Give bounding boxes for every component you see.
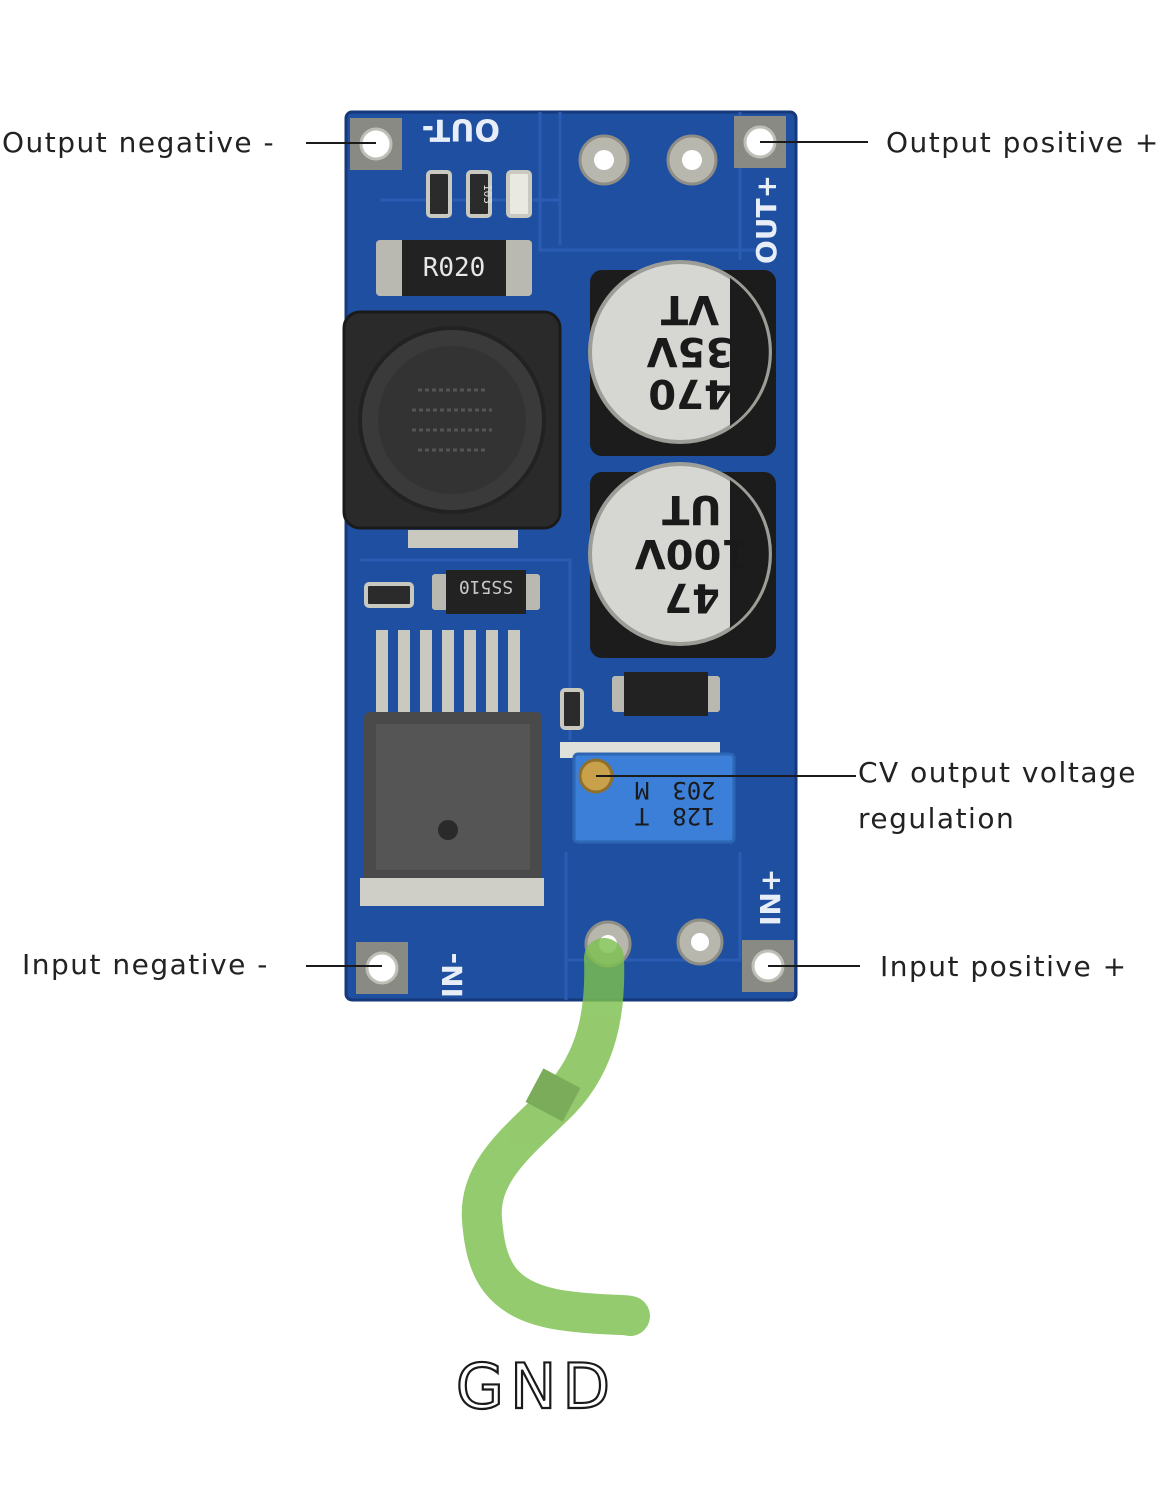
handwritten-gnd-label: GND (456, 1350, 616, 1423)
silk-out-minus: OUT- (422, 112, 500, 147)
diode-label: SS510 (459, 576, 513, 597)
trimmer-code: 203 (672, 776, 715, 804)
smd-parts-middle (560, 672, 720, 758)
silk-in-plus: IN+ (754, 869, 787, 926)
label-output-negative: Output negative - (2, 126, 275, 159)
capacitor-small-series: UT (661, 486, 721, 532)
pad-in-negative (356, 942, 408, 994)
hand-drawn-wire (461, 938, 650, 1336)
trimmer-potentiometer: 203 M 128 T (572, 752, 736, 844)
diode: SS510 (432, 570, 540, 614)
regulator-pin (442, 630, 454, 714)
regulator-pin (398, 630, 410, 714)
label-output-positive: Output positive + (886, 126, 1160, 159)
capacitor-large: 470 35V VT (588, 260, 776, 456)
capacitor-small-voltage: 100V (635, 530, 749, 576)
silk-out-plus: OUT+ (750, 175, 783, 264)
regulator-pin (376, 630, 388, 714)
regulator-pin (486, 630, 498, 714)
trimmer-letter: M (635, 776, 649, 804)
label-cv-regulation-line1: CV output voltage (858, 756, 1137, 789)
label-input-positive: Input positive + (880, 950, 1128, 983)
capacitor-small: UT 100V 47 (588, 462, 776, 658)
silk-in-minus: IN- (436, 953, 469, 998)
capacitor-small-value: 47 (664, 574, 720, 620)
regulator-pins (376, 630, 520, 714)
callout-leaders (306, 141, 868, 967)
regulator-ic (360, 630, 544, 906)
capacitor-large-value: 470 (648, 370, 732, 416)
capacitor-large-voltage: 35V (647, 328, 734, 374)
smd-resistors-top: 103 (426, 170, 532, 218)
shunt-resistor-label: R020 (423, 253, 486, 283)
regulator-pin (464, 630, 476, 714)
label-input-negative: Input negative - (22, 948, 269, 981)
regulator-pin (508, 630, 520, 714)
capacitor-large-series: VT (660, 286, 719, 332)
resistor-mark: 103 (481, 184, 494, 204)
inductor (342, 310, 562, 548)
trimmer-line2-letter: T (635, 802, 649, 830)
regulator-pin (420, 630, 432, 714)
smd-capacitor-left (364, 582, 414, 608)
shunt-resistor: R020 (376, 240, 532, 296)
trimmer-line2-num: 128 (672, 802, 715, 830)
label-cv-regulation-line2: regulation (858, 802, 1015, 835)
